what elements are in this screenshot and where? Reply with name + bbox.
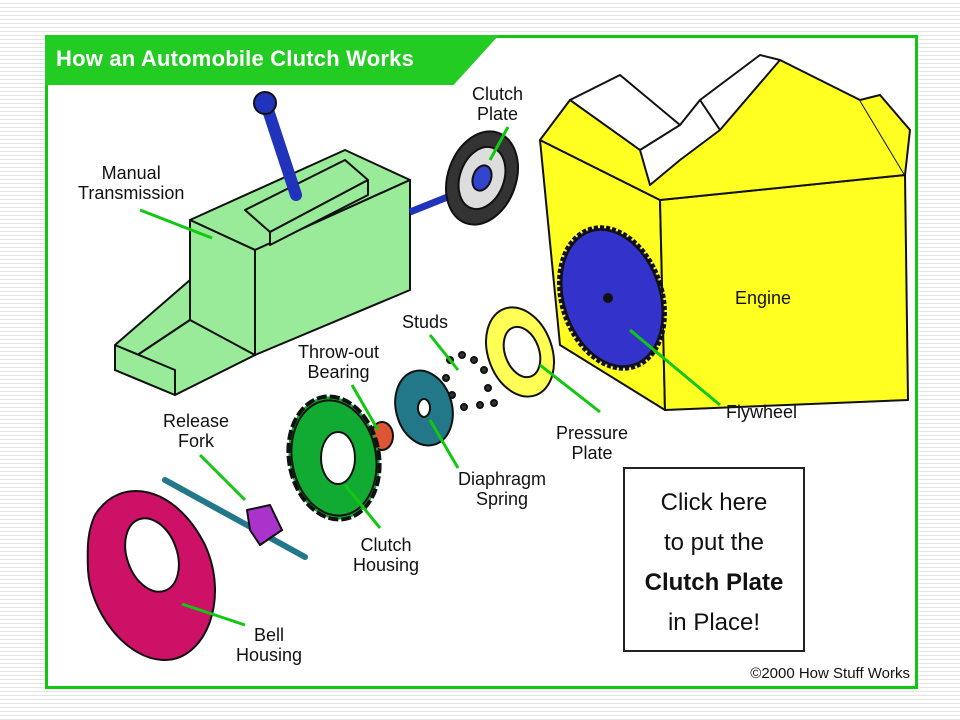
label-studs: Studs (402, 312, 449, 332)
label-manual-transmission: Manual Transmission (78, 163, 185, 203)
label-pressure-plate: Pressure Plate (556, 423, 629, 463)
put-clutch-plate-button[interactable]: Click here to put the Clutch Plate in Pl… (623, 467, 805, 652)
release-fork (162, 477, 308, 560)
engine-block (539, 54, 911, 411)
flywheel (556, 225, 668, 371)
clutch-plate (445, 130, 519, 226)
label-bell-housing: Bell Housing (236, 625, 303, 665)
label-release-fork: Release Fork (163, 411, 230, 451)
label-throwout-bearing: Throw-out Bearing (298, 342, 380, 382)
page-title: How an Automobile Clutch Works (56, 46, 415, 71)
label-engine: Engine (735, 288, 792, 308)
copyright-notice: ©2000 How Stuff Works (750, 665, 910, 682)
leader-lines (139, 126, 721, 627)
title-banner (45, 35, 499, 85)
label-flywheel: Flywheel (726, 402, 798, 422)
clutch-housing (286, 394, 382, 522)
pressure-plate (485, 306, 555, 398)
gear-shift (253, 91, 302, 201)
label-clutch-housing: Clutch Housing (353, 535, 420, 575)
manual-transmission (114, 149, 462, 396)
diaphragm-spring (394, 369, 454, 447)
label-clutch-plate: Clutch Plate (472, 84, 524, 124)
bell-housing (86, 490, 216, 661)
label-diaphragm-spring: Diaphragm Spring (458, 469, 547, 509)
